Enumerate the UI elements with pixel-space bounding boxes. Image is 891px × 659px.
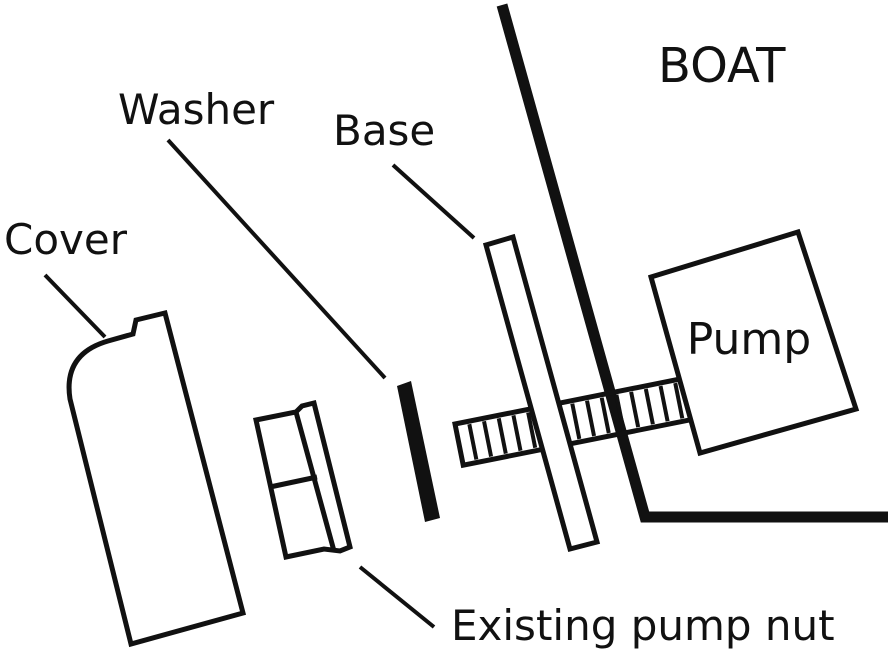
thread-line [629, 391, 641, 428]
nut-leader-line [358, 565, 436, 629]
thread-line [467, 423, 479, 460]
base-leader-line [391, 163, 476, 240]
pump-label: Pump [687, 314, 811, 365]
thread-line [482, 420, 494, 457]
thread-line [496, 417, 508, 455]
cover-leader-line [43, 273, 107, 339]
thread-line [585, 400, 597, 437]
nut-label: Existing pump nut [451, 601, 835, 650]
base-label: Base [333, 106, 435, 155]
thread-lines [467, 379, 699, 460]
thread-line [643, 388, 655, 425]
washer-leader-line [166, 138, 387, 380]
thread-line [511, 414, 523, 452]
boat-label: BOAT [658, 38, 786, 94]
base-plate [482, 233, 601, 553]
thread-line [570, 403, 582, 440]
washer [397, 381, 440, 522]
threaded-shaft [452, 373, 707, 469]
boat-hull [496, 3, 888, 523]
pump-nut [253, 399, 353, 560]
thread-line [614, 394, 626, 431]
thread-line [658, 385, 670, 422]
thread-line [599, 397, 611, 434]
cover-label: Cover [4, 215, 128, 264]
thread-line [673, 382, 685, 419]
pump-housing [647, 228, 860, 457]
cover [66, 309, 247, 648]
washer-label: Washer [118, 85, 275, 134]
thread-line [526, 412, 538, 449]
